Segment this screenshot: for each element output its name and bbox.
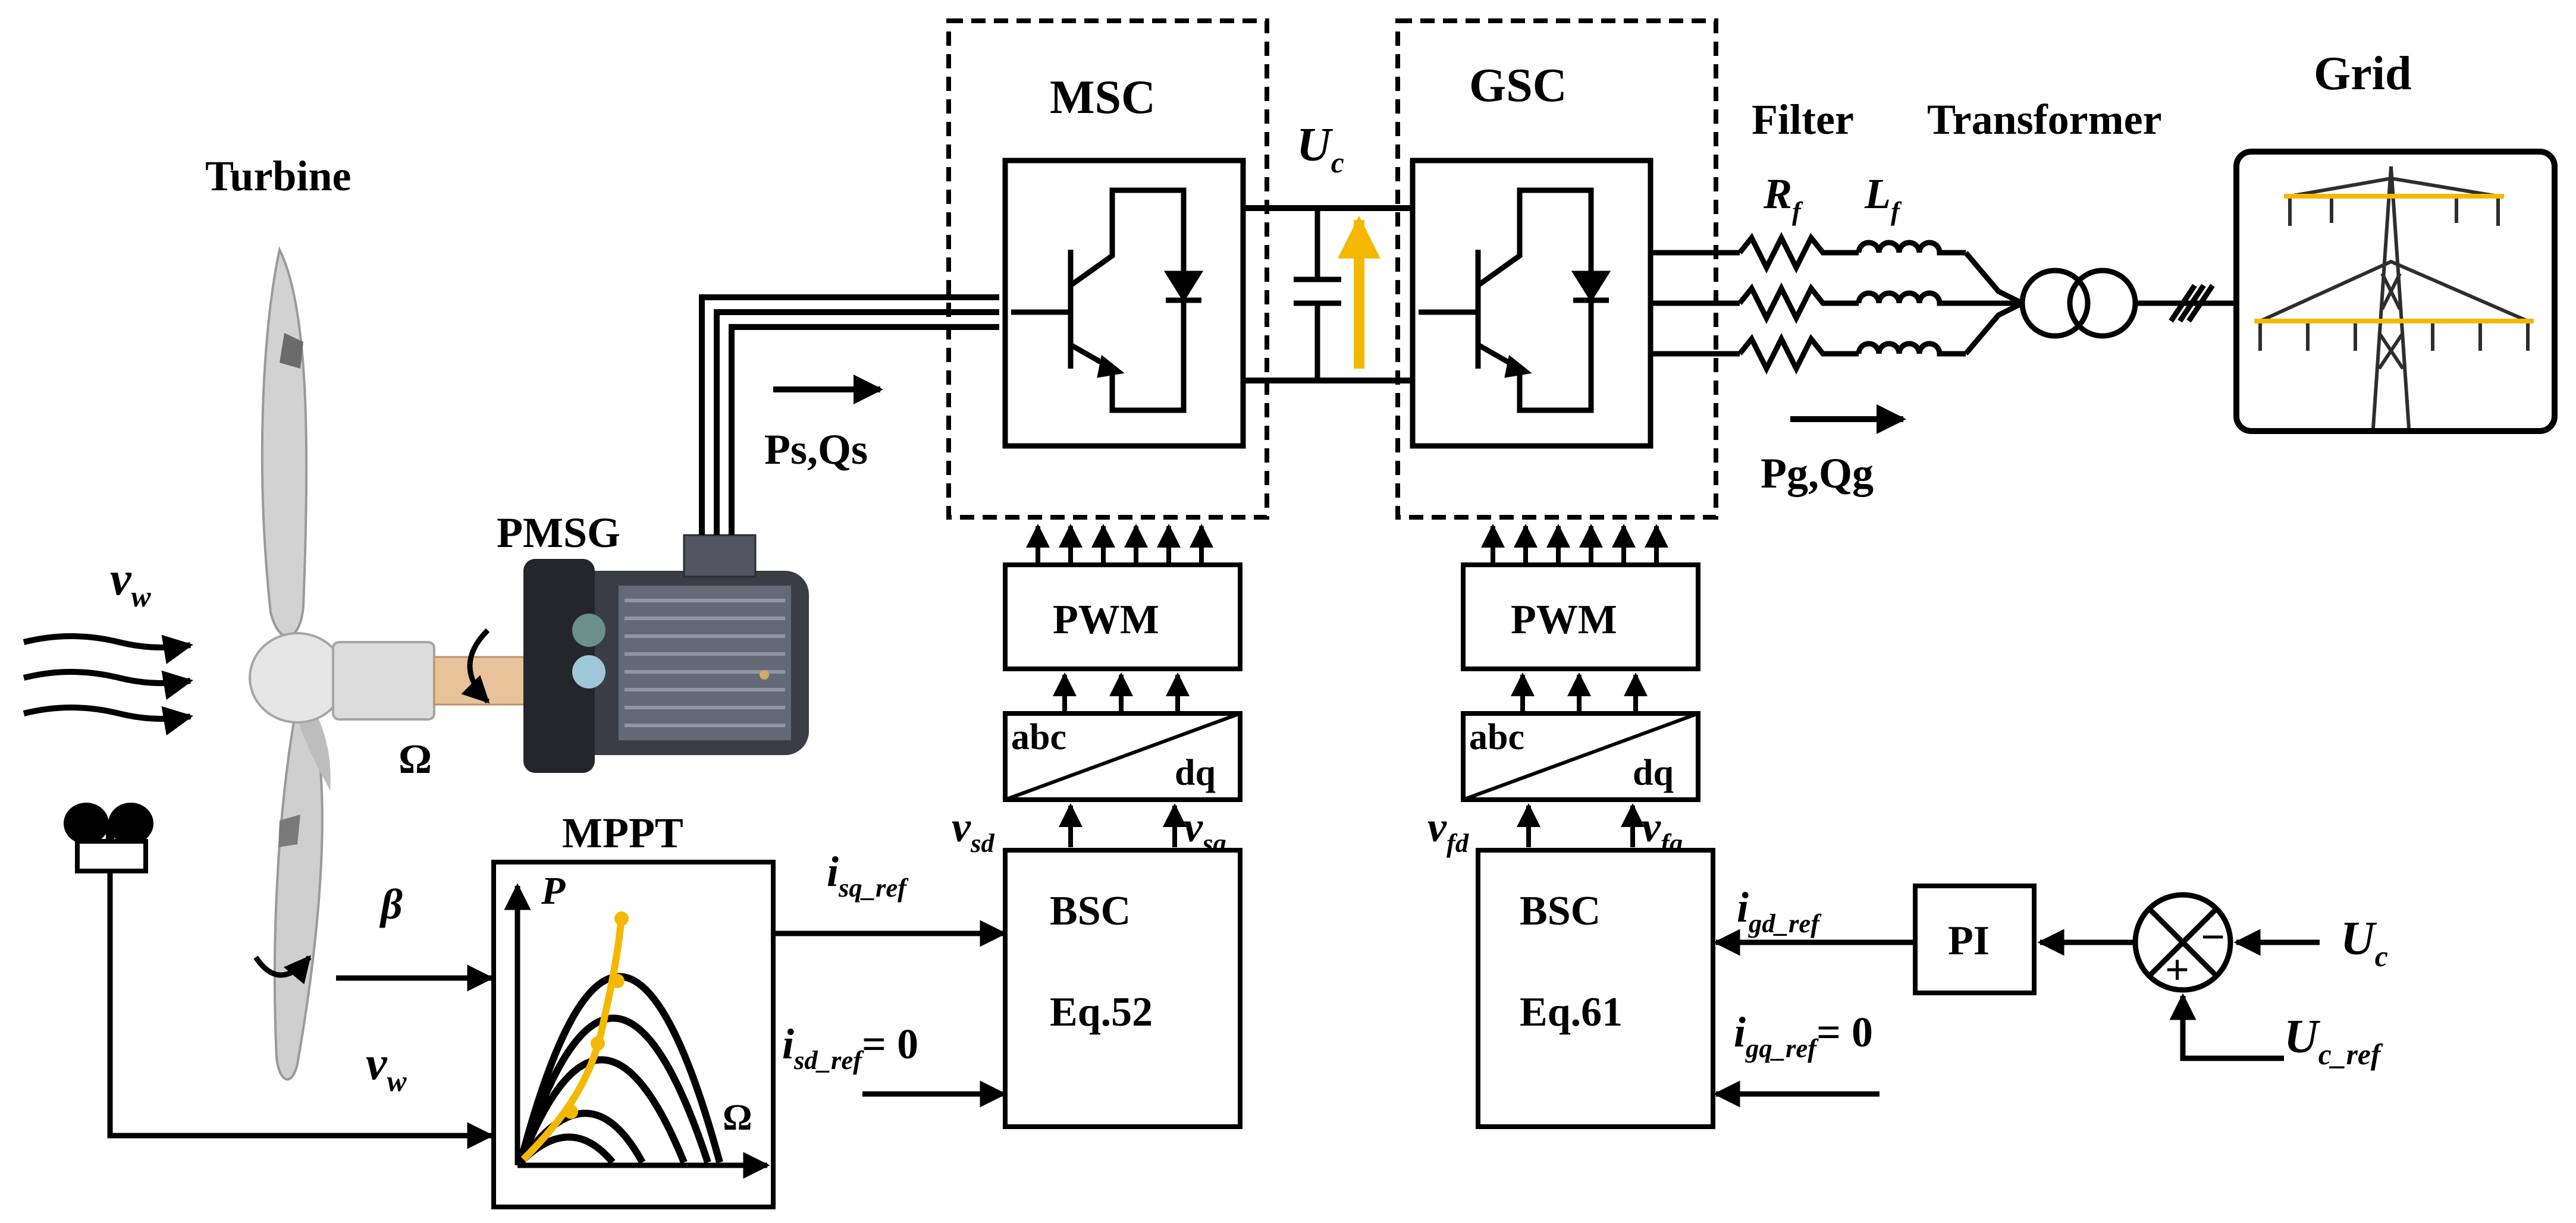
uc-ref-label: Uc_ref — [2284, 1011, 2383, 1071]
isq-ref-label: isq_ref — [827, 848, 909, 903]
isd-ref-label: isd_ref= 0 — [782, 1020, 918, 1075]
transmission-tower-icon — [2233, 149, 2558, 434]
filter-label: Filter — [1752, 96, 1854, 143]
gsc-dashed-box — [1395, 18, 1718, 520]
igd-ref-label: igd_ref — [1737, 884, 1822, 938]
bsc-left-box — [1003, 848, 1242, 1129]
pwm-right-label: PWM — [1511, 597, 1617, 643]
bsc-right-box — [1476, 848, 1715, 1129]
bsc-right-label: BSC — [1520, 888, 1601, 934]
rf-label: Rf — [1763, 170, 1803, 226]
msc-igbt-icon — [1002, 158, 1246, 449]
summing-junction-icon — [2132, 892, 2233, 993]
mppt-box — [491, 860, 776, 1209]
vw-label-top: vw — [110, 553, 152, 613]
inductor-icon — [1856, 240, 2024, 357]
pwm-left-box — [1003, 562, 1242, 671]
capacitor-icon — [1294, 208, 1341, 381]
ps-qs-label: Ps,Qs — [764, 426, 868, 473]
anemometer-icon — [64, 803, 153, 873]
grid-label: Grid — [2314, 48, 2411, 100]
beta-label: β — [379, 881, 403, 928]
vw-label-bottom: vw — [366, 1037, 407, 1098]
wind-arrows-icon — [23, 633, 193, 736]
pmsg-motor-icon — [523, 534, 809, 773]
pwm-msc-arrows — [1026, 524, 1213, 565]
transformer-icon — [2019, 268, 2236, 339]
transformer-label: Transformer — [1927, 96, 2162, 143]
minus-sign: − — [2201, 913, 2225, 961]
dc-link — [1243, 205, 1416, 383]
anemometer-line — [107, 871, 494, 1149]
pg-qg-label: Pg,Qg — [1761, 449, 1874, 497]
turbine-label: Turbine — [205, 152, 351, 200]
filter-lines — [1651, 250, 1740, 357]
gsc-igbt-icon — [1410, 158, 1653, 449]
abc-pwm-right-arrows — [1511, 672, 1648, 713]
eq61-label: Eq.61 — [1520, 989, 1623, 1035]
uc-top-label: Uc — [1297, 119, 1344, 179]
eq52-label: Eq.52 — [1050, 989, 1153, 1035]
vfd-label: vfd — [1427, 803, 1469, 858]
pmsg-label: PMSG — [497, 509, 620, 557]
bsc-abc-left-arrows — [1059, 803, 1187, 847]
pwm-gsc-arrows — [1481, 524, 1668, 565]
pwm-left-label: PWM — [1053, 597, 1159, 643]
pitch-rotation-icon — [253, 955, 312, 985]
msc-dashed-box — [946, 18, 1269, 520]
igq-ref-label: igq_ref= 0 — [1734, 1008, 1873, 1063]
bsc-left-label: BSC — [1050, 888, 1131, 934]
shaft-rotation-icon — [461, 628, 490, 704]
generator-cable — [699, 294, 999, 535]
abc-right-label: abc — [1469, 717, 1524, 757]
mppt-curves — [504, 883, 770, 1179]
bsc-abc-right-arrows — [1517, 803, 1645, 847]
dq-left-label: dq — [1175, 753, 1216, 793]
resistor-icon — [1737, 231, 1859, 375]
uc-ref-line — [2169, 993, 2284, 1061]
mppt-omega-axis-label: Ω — [723, 1098, 752, 1138]
mppt-p-axis-label: P — [541, 869, 566, 913]
wind-turbine-icon — [249, 246, 536, 1081]
pwm-right-box — [1461, 562, 1700, 671]
lf-label: Lf — [1864, 170, 1902, 226]
plus-sign: + — [2165, 946, 2189, 994]
abc-pwm-left-arrows — [1053, 672, 1190, 713]
gsc-label: GSC — [1469, 59, 1567, 112]
msc-label: MSC — [1050, 71, 1156, 124]
shaft-omega-label: Ω — [399, 737, 432, 782]
pi-box — [1913, 884, 2037, 995]
uc-right-label: Uc — [2340, 913, 2388, 973]
vsd-label: vsd — [952, 803, 994, 858]
pi-label: PI — [1948, 918, 1990, 964]
abc-left-label: abc — [1011, 717, 1066, 757]
mppt-label: MPPT — [562, 809, 683, 857]
dq-right-label: dq — [1633, 753, 1674, 793]
